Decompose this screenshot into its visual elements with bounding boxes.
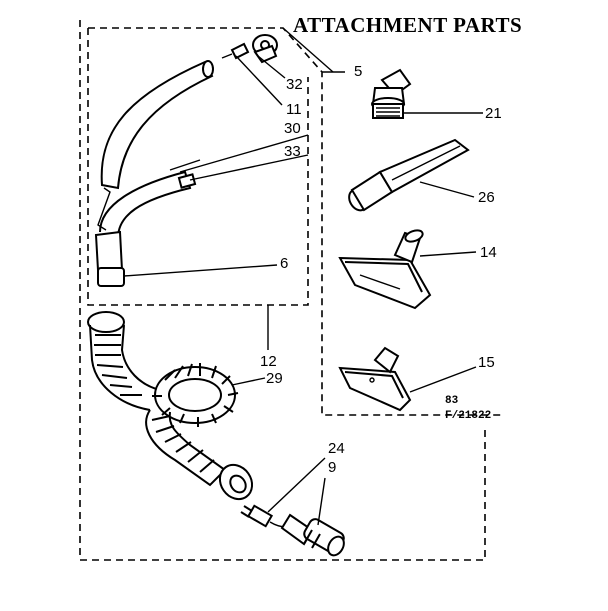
callout-5: 5: [354, 63, 362, 80]
dusting-brush-icon: [371, 68, 412, 119]
callout-33: 33: [284, 143, 301, 160]
callout-6: 6: [280, 255, 288, 272]
callout-9: 9: [328, 459, 336, 476]
callout-12: 12: [260, 353, 277, 370]
drawing-code-line2: F/21822: [445, 410, 491, 422]
upholstery-tool-icon: [338, 346, 412, 412]
hose-end-connector-icon: [280, 513, 345, 557]
callout-21: 21: [485, 105, 502, 122]
callout-30: 30: [284, 120, 301, 137]
callout-26: 26: [478, 189, 495, 206]
outer-boundary: [79, 20, 486, 561]
diagram-title: ATTACHMENT PARTS: [293, 13, 522, 37]
callout-14: 14: [480, 244, 497, 261]
leader-lines: [123, 55, 483, 526]
callout-29: 29: [266, 370, 283, 387]
callout-32: 32: [286, 76, 303, 93]
drawing-code-line1: 83: [445, 395, 459, 407]
crevice-tool-icon: [348, 138, 470, 212]
callout-24: 24: [328, 440, 345, 457]
electrical-plug-icon: [240, 504, 296, 528]
boundary-diagonal: [282, 27, 334, 73]
floor-nozzle-icon: [338, 229, 432, 310]
callout-11: 11: [286, 101, 302, 118]
coiled-hose-icon: [87, 311, 254, 501]
swivel-connector-icon: [221, 34, 278, 64]
callout-15: 15: [478, 354, 495, 371]
curved-wand-handle-icon: [94, 60, 214, 287]
